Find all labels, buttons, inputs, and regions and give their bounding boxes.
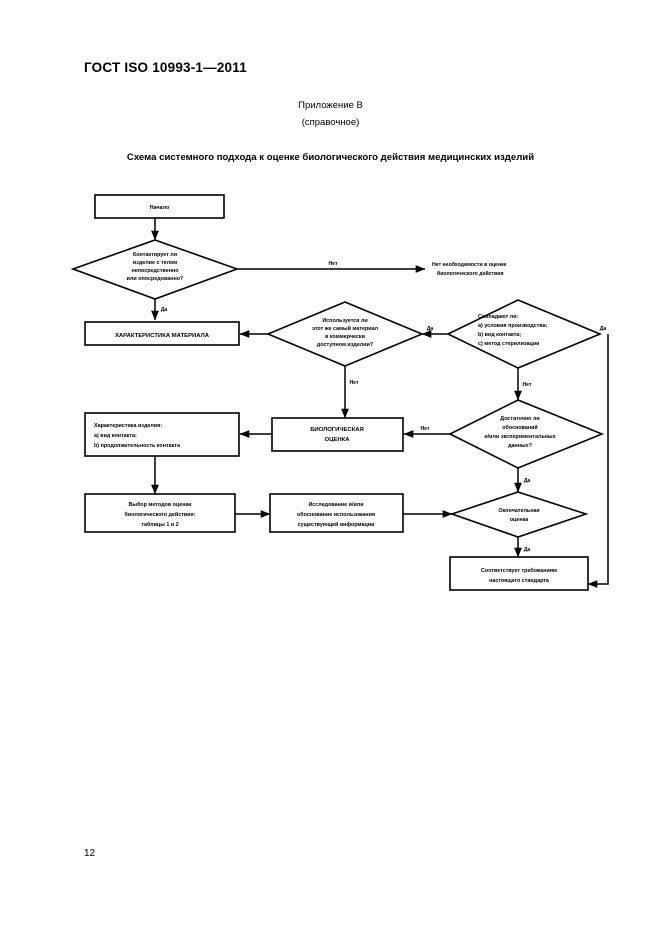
annex-title: Приложение В xyxy=(298,100,363,111)
coincide-line-3: b) вид контакта; xyxy=(478,332,521,338)
node-device-characterization: Характеристика изделия: a) вид контакта;… xyxy=(84,412,240,457)
sufficient-line-4: данных? xyxy=(508,443,532,449)
no-need-note-line-2: биологического действия xyxy=(437,270,504,277)
contact-question-line-1: Контактирует ли xyxy=(133,252,177,258)
biological-evaluation-line-2: ОЦЕНКА xyxy=(325,437,351,443)
page-number: 12 xyxy=(84,848,96,859)
coincide-line-1: Совпадают ли: xyxy=(478,314,519,320)
edge-label-coincide-no: Нет xyxy=(522,382,532,388)
method-selection-line-3: таблицы 1 и 2 xyxy=(141,521,178,528)
device-characterization-line-3: b) продолжительность контакта xyxy=(94,443,181,449)
annex-subtitle: (справочное) xyxy=(301,117,360,128)
node-final-evaluation: Окончательная оценка xyxy=(449,491,589,538)
edge-label-final-yes: Да xyxy=(524,547,531,553)
scheme-title: Схема системного подхода к оценке биолог… xyxy=(126,152,535,163)
node-sufficient-question: Достаточно ли обоснований и/или эксперим… xyxy=(448,399,605,469)
edge-label-samematerial-no: Нет xyxy=(349,380,359,386)
contact-question-line-3: непосредственно xyxy=(131,268,179,274)
connector-coincide-yes-loop xyxy=(587,334,609,588)
material-characterization-label: ХАРАКТЕРИСТИКА МАТЕРИАЛА xyxy=(115,333,210,339)
node-coincide-question: Совпадают ли: a) условия производства; b… xyxy=(446,299,603,369)
document-header: ГОСТ ISO 10993-1—2011 xyxy=(84,60,247,75)
same-material-line-1: Используется ли xyxy=(322,318,367,324)
node-no-need-note: Нет необходимости в оценке биологическог… xyxy=(432,261,507,277)
node-material-characterization: ХАРАКТЕРИСТИКА МАТЕРИАЛА xyxy=(84,321,240,346)
sufficient-line-1: Достаточно ли xyxy=(500,416,539,422)
contact-question-line-4: или опосредованно? xyxy=(127,276,184,282)
annex-heading: Приложение В (справочное) xyxy=(0,97,661,131)
coincide-line-4: c) метод стерилизации xyxy=(478,341,539,347)
research-line-2: обоснование использования xyxy=(297,511,375,518)
edge-label-coincide-yes: Да xyxy=(600,326,607,332)
node-start: Начало xyxy=(94,194,225,219)
node-contact-question: Контактирует ли изделие с телом непосред… xyxy=(70,239,240,300)
edge-label-samematerial-yes: Да xyxy=(427,326,434,332)
biological-evaluation-line-1: БИОЛОГИЧЕСКАЯ xyxy=(310,427,364,433)
research-line-1: Исследование и/или xyxy=(308,502,363,508)
coincide-line-2: a) условия производства; xyxy=(478,323,548,329)
sufficient-line-3: и/или экспериментальных xyxy=(484,434,555,440)
node-same-material-question: Используется ли этот же самый материал в… xyxy=(265,301,425,367)
edge-label-contact-no: Нет xyxy=(328,261,338,267)
no-need-note-line-1: Нет необходимости в оценке xyxy=(432,261,507,268)
method-selection-line-1: Выбор методов оценки xyxy=(128,501,191,508)
conforms-line-1: Соответствует требованиям xyxy=(481,567,557,574)
node-start-label: Начало xyxy=(150,205,170,211)
final-evaluation-line-2: оценка xyxy=(510,517,530,523)
conforms-line-2: настоящего стандарта xyxy=(489,578,550,584)
node-method-selection: Выбор методов оценки биологического дейс… xyxy=(84,493,236,533)
node-research-or-justification: Исследование и/или обоснование использов… xyxy=(269,493,404,533)
method-selection-line-2: биологического действия: xyxy=(125,511,196,518)
final-evaluation-line-1: Окончательная xyxy=(498,508,539,514)
node-biological-evaluation: БИОЛОГИЧЕСКАЯ ОЦЕНКА xyxy=(271,417,404,452)
same-material-line-2: этот же самый материал xyxy=(312,325,379,332)
edge-label-sufficient-yes: Да xyxy=(524,478,531,484)
contact-question-line-2: изделие с телом xyxy=(133,260,177,266)
sufficient-line-2: обоснований xyxy=(502,424,538,431)
device-characterization-line-1: Характеристика изделия: xyxy=(94,423,162,429)
research-line-3: существующей информации xyxy=(298,521,375,528)
edge-label-sufficient-no: Нет xyxy=(420,426,430,432)
same-material-line-4: доступном изделии? xyxy=(317,342,373,348)
node-conforms: Соответствует требованиям настоящего ста… xyxy=(449,556,589,591)
device-characterization-line-2: a) вид контакта; xyxy=(94,433,137,439)
edge-label-contact-yes: Да xyxy=(161,307,168,313)
same-material-line-3: в коммерчески xyxy=(325,334,365,340)
